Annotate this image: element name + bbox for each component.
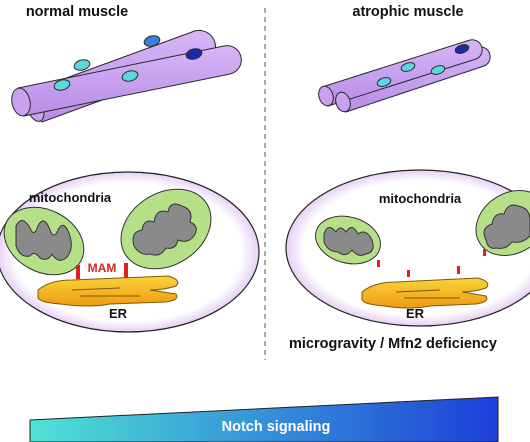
- notch-signaling-gradient: Notch signaling: [29, 396, 499, 442]
- atrophic-fiber-front: [321, 39, 483, 107]
- mitochondrion: [120, 188, 212, 270]
- mam-tether-disrupted: [377, 260, 380, 267]
- normal-muscle-fibers: [11, 29, 242, 123]
- nucleus: [121, 70, 139, 82]
- nucleus: [376, 77, 392, 87]
- nucleus: [185, 48, 203, 60]
- nucleus: [143, 35, 161, 47]
- label-mam: MAM: [88, 261, 117, 275]
- endoplasmic-reticulum: [37, 275, 179, 307]
- mam-tether-disrupted: [457, 266, 460, 274]
- label-condition: microgravity / Mfn2 deficiency: [289, 336, 497, 352]
- mitochondrion: [315, 215, 381, 265]
- mitochondrion: [3, 206, 85, 276]
- notch-wedge: [29, 396, 499, 442]
- atrophic-fiber-back-end: [335, 91, 351, 113]
- label-notch-signaling: Notch signaling: [222, 419, 331, 435]
- nucleus: [430, 65, 446, 75]
- normal-cell: mitochondria MAM ER: [0, 171, 260, 333]
- label-mitochondria-normal: mitochondria: [29, 190, 112, 205]
- atrophic-cell: mitochondria ER: [285, 169, 530, 327]
- mam-tether-disrupted: [483, 249, 486, 256]
- nucleus: [400, 62, 416, 72]
- mam-tether-disrupted: [407, 270, 410, 277]
- nucleus: [73, 59, 91, 71]
- atrophic-fiber-front-end: [318, 85, 334, 107]
- normal-fiber-front-end: [11, 87, 31, 117]
- endoplasmic-reticulum: [361, 277, 489, 309]
- nucleus: [53, 79, 71, 91]
- label-er-atrophic: ER: [406, 306, 425, 321]
- label-er-normal: ER: [109, 306, 128, 321]
- title-normal-muscle: normal muscle: [26, 4, 128, 20]
- title-atrophic-muscle: atrophic muscle: [352, 4, 463, 20]
- mam-tether: [124, 263, 128, 279]
- label-mitochondria-atrophic: mitochondria: [379, 191, 462, 206]
- mam-tether: [76, 265, 80, 279]
- atrophic-muscle-fibers: [318, 39, 491, 113]
- nucleus: [454, 44, 470, 54]
